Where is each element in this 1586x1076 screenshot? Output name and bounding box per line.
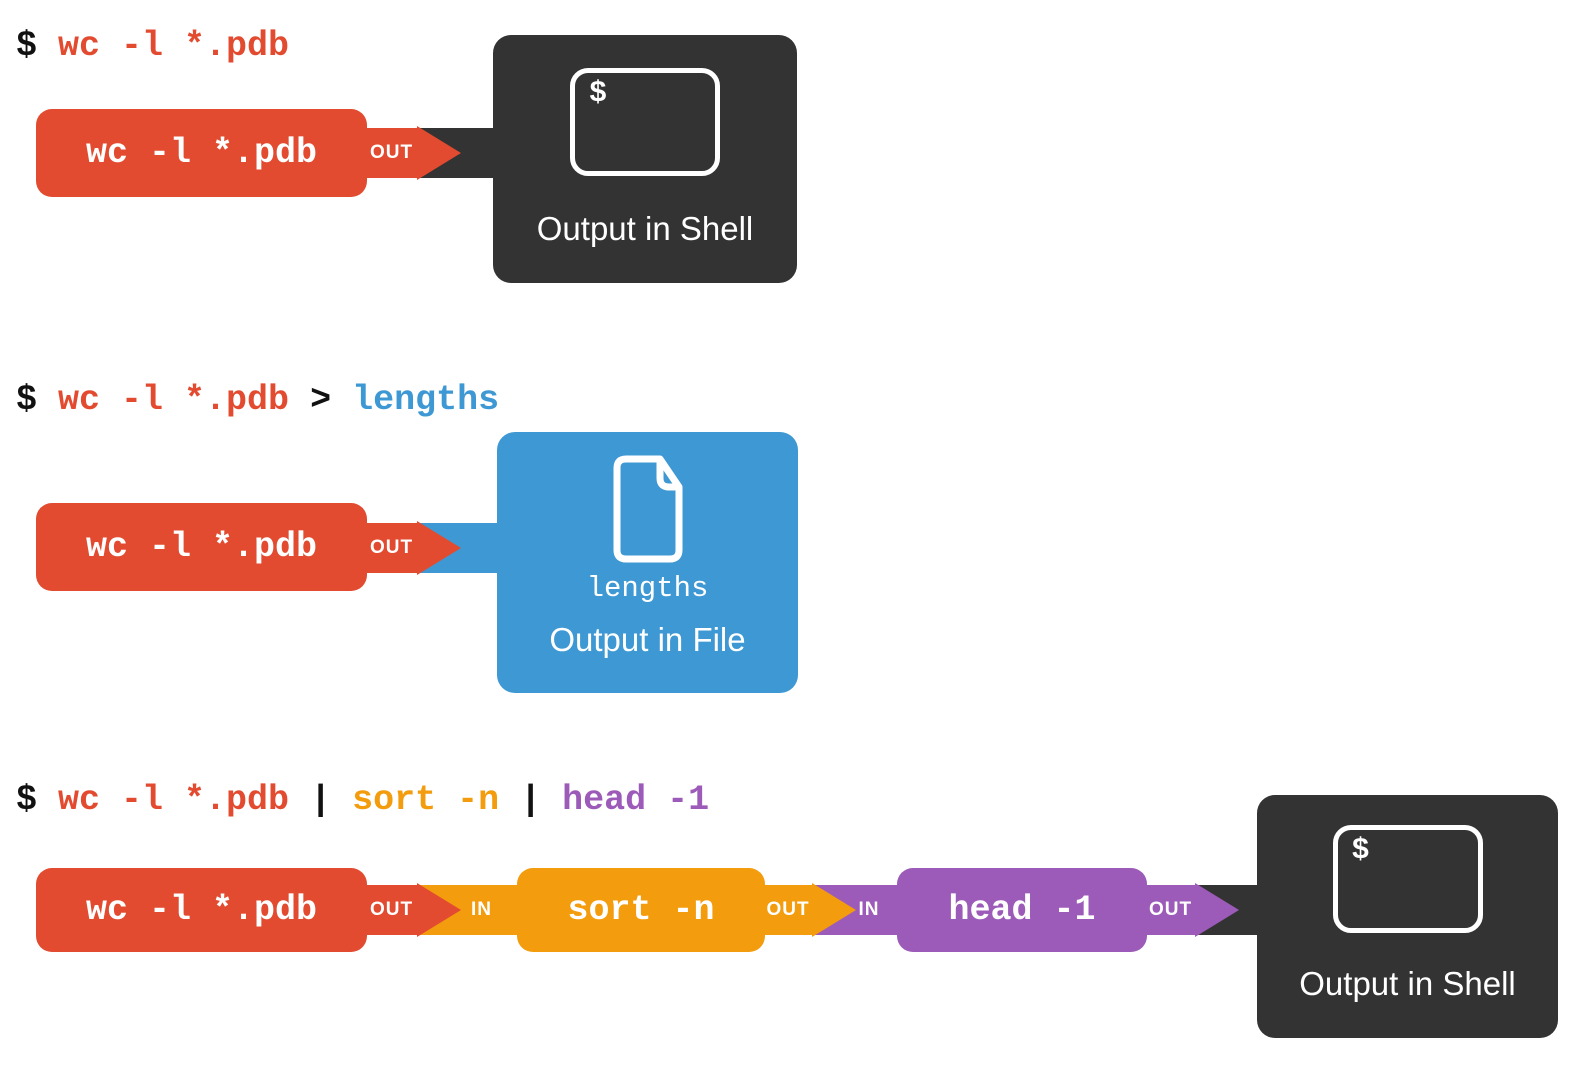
sink-filename: lengths (586, 572, 709, 605)
terminal-prompt: $ (589, 77, 608, 111)
process-label: wc -l *.pdb (85, 890, 318, 930)
command-line-1: $ wc -l *.pdb (16, 25, 289, 67)
flow-arrow-icon (1195, 883, 1239, 937)
terminal-prompt: $ (1351, 834, 1370, 868)
terminal-icon: $ (570, 68, 720, 176)
command-line-2: $ wc -l *.pdb > lengths (16, 379, 499, 421)
command-line-3: $ wc -l *.pdb | sort -n | head -1 (16, 779, 709, 821)
process-box-sort: sort -n (517, 868, 765, 952)
file-output-box: lengths Output in File (497, 432, 798, 693)
pipe-operator: | (310, 780, 332, 820)
shell-prompt: $ (16, 380, 38, 420)
out-port: OUT (764, 885, 812, 935)
process-label: sort -n (567, 890, 715, 930)
shell-prompt: $ (16, 780, 38, 820)
process-box-wc: wc -l *.pdb (36, 109, 367, 197)
out-port: OUT (366, 128, 417, 178)
flow-arrow-icon (812, 883, 856, 937)
sink-caption: Output in Shell (536, 210, 754, 247)
process-label: head -1 (948, 890, 1096, 930)
redirect-operator: > (310, 380, 332, 420)
process-box-head: head -1 (897, 868, 1147, 952)
out-port: OUT (366, 523, 417, 573)
terminal-icon: $ (1332, 825, 1483, 933)
flow-arrow-icon (417, 126, 461, 180)
file-icon (613, 455, 682, 563)
output-filename: lengths (352, 380, 500, 420)
shell-prompt: $ (16, 26, 38, 66)
process-label: wc -l *.pdb (85, 527, 318, 567)
out-port: OUT (1146, 885, 1195, 935)
command-text-wc: wc -l *.pdb (58, 780, 290, 820)
process-box-wc: wc -l *.pdb (36, 868, 367, 952)
shell-output-box: $ Output in Shell (1257, 795, 1558, 1038)
pipe-operator: | (520, 780, 542, 820)
process-box-wc: wc -l *.pdb (36, 503, 367, 591)
command-text-wc: wc -l *.pdb (58, 380, 290, 420)
out-port: OUT (366, 885, 417, 935)
flow-arrow-icon (417, 521, 461, 575)
command-text-head: head -1 (562, 780, 710, 820)
shell-output-box: $ Output in Shell (493, 35, 797, 283)
sink-caption: Output in Shell (1299, 965, 1516, 1002)
command-text-sort: sort -n (352, 780, 500, 820)
sink-caption: Output in File (549, 621, 746, 658)
flow-arrow-icon (417, 883, 461, 937)
command-text-wc: wc -l *.pdb (58, 26, 290, 66)
process-label: wc -l *.pdb (85, 133, 318, 173)
